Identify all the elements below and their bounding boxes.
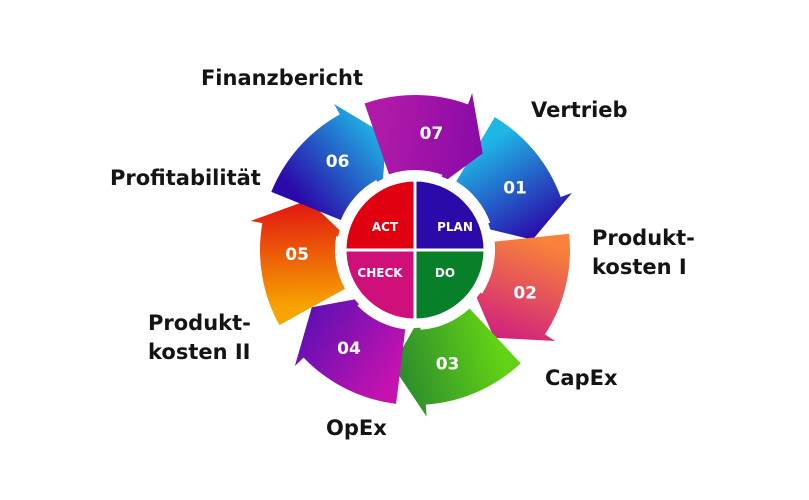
pdca-label-do: DO bbox=[435, 266, 455, 280]
pdca-quadrant-plan bbox=[413, 178, 487, 252]
cycle-arrow-06 bbox=[271, 103, 387, 221]
pdca-quadrant-check bbox=[343, 248, 417, 322]
pdca-label-act: ACT bbox=[372, 220, 399, 234]
step-number-03: 03 bbox=[436, 354, 460, 374]
cycle-arrow-02 bbox=[472, 233, 570, 341]
label-profitabilitaet: Profitabilität bbox=[110, 166, 261, 190]
step-number-02: 02 bbox=[513, 283, 537, 303]
label-finanzbericht: Finanzbericht bbox=[200, 66, 364, 90]
pdca-label-check: CHECK bbox=[357, 266, 403, 280]
label-opex: OpEx bbox=[326, 416, 387, 440]
pdca-quadrant-do bbox=[413, 248, 487, 322]
step-number-04: 04 bbox=[337, 339, 361, 359]
cycle-arrow-01 bbox=[456, 117, 572, 240]
cycle-arrow-05 bbox=[250, 200, 349, 326]
pdca-quadrant-act bbox=[343, 178, 417, 252]
cycle-arrow-04 bbox=[294, 297, 406, 404]
label-produktkosten-2: Produkt- kosten II bbox=[148, 311, 251, 364]
pdca-label-plan: PLAN bbox=[437, 220, 473, 234]
step-number-01: 01 bbox=[503, 178, 527, 198]
step-number-06: 06 bbox=[326, 152, 350, 172]
cycle-arrow-03 bbox=[392, 308, 521, 417]
step-number-05: 05 bbox=[285, 245, 309, 265]
label-produktkosten-1: Produkt- kosten I bbox=[592, 226, 695, 279]
label-capex: CapEx bbox=[545, 366, 618, 390]
step-number-07: 07 bbox=[420, 124, 444, 144]
cycle-arrow-07 bbox=[364, 93, 483, 187]
label-vertrieb: Vertrieb bbox=[531, 98, 628, 122]
